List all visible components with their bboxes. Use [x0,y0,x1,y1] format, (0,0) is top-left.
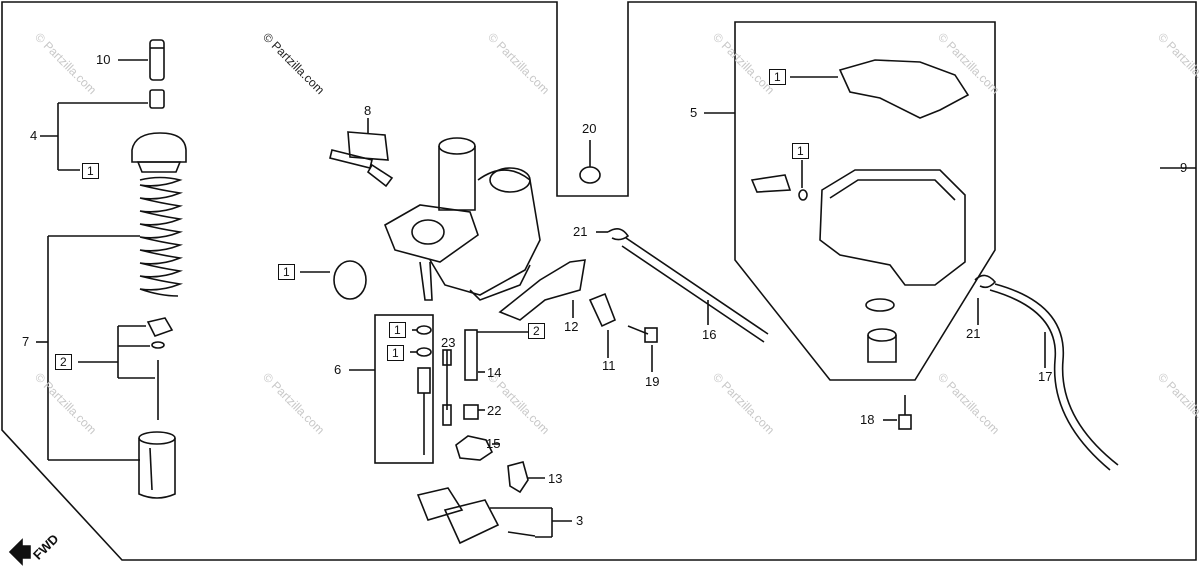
diagram-border [1,1,1197,561]
part-chamber-oring [865,298,895,312]
part-20-nut [579,166,601,184]
part-23-14-22-jets [442,329,528,426]
callout-7: 7 [22,334,30,349]
callout-16: 16 [702,327,717,342]
callout-2-left: 2 [55,354,72,370]
callout-1-gasket: 1 [769,69,786,85]
fwd-arrow-icon [8,538,31,566]
part-7-throttle-spring [36,176,184,461]
callout-1-jet-a: 1 [389,322,406,338]
part-4-carb-top [40,89,187,173]
part-12-bracket [498,259,586,321]
callout-23: 23 [441,335,456,350]
float-chamber-border [734,21,996,381]
part-chamber-plug [867,328,897,363]
part-carburetor-body [383,137,541,301]
callout-9: 9 [1180,160,1188,175]
part-21-clip-right [974,274,997,289]
part-2-jet-needle-set [78,317,174,420]
callout-18: 18 [860,412,875,427]
callout-11: 11 [602,358,616,373]
callout-17: 17 [1038,369,1053,384]
callout-1-cap: 1 [82,163,99,179]
callout-8: 8 [364,103,372,118]
callout-4: 4 [30,128,38,143]
part-17-tube [989,283,1119,471]
callout-15: 15 [486,436,501,451]
part-1-drain-screw [750,160,808,201]
callout-5: 5 [690,105,698,120]
callout-6: 6 [334,362,342,377]
callout-1-jet-b: 1 [387,345,404,361]
callout-1-screw: 1 [792,143,809,159]
callout-2-mid: 2 [528,323,545,339]
part-13-float-needle [507,461,529,494]
callout-21-left: 21 [573,224,588,239]
callout-19: 19 [645,374,660,389]
part-10-cable-adjuster [118,39,165,81]
part-15-float-valve [455,435,494,461]
callout-1-oring: 1 [278,264,295,280]
part-float-chamber [819,169,966,286]
part-1-float-gasket [838,59,970,119]
part-1-oring [333,260,367,300]
callout-14: 14 [487,365,502,380]
part-18-screw [883,395,912,430]
part-19-screw [627,325,658,372]
part-8-screw-set [329,118,394,188]
part-11-clamp [588,292,617,328]
callout-21-right: 21 [966,326,981,341]
callout-20: 20 [582,121,597,136]
part-6-jet-group [374,314,434,464]
part-3-float [416,487,572,545]
part-21-clip-left [607,228,630,241]
callout-13: 13 [548,471,563,486]
part-16-tube [621,237,769,343]
callout-3: 3 [576,513,584,528]
callout-22: 22 [487,403,502,418]
part-6-jets [410,325,432,455]
callout-12: 12 [564,319,579,334]
part-throttle-valve [138,431,176,499]
callout-10: 10 [96,52,111,67]
